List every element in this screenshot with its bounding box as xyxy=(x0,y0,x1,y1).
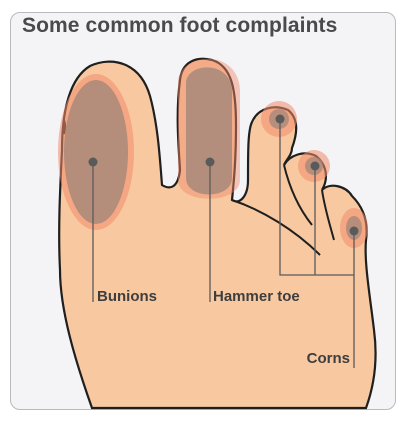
corn-marker-dot xyxy=(350,227,359,236)
bunion-marker-dot xyxy=(89,158,98,167)
hammer-toe-marker-dot xyxy=(206,158,215,167)
label-hammer-toe: Hammer toe xyxy=(213,288,300,305)
corn-marker-dot xyxy=(276,115,285,124)
bunion-area xyxy=(64,80,128,224)
corn-marker-dot xyxy=(311,162,320,171)
label-corns: Corns xyxy=(307,350,350,367)
label-bunions: Bunions xyxy=(97,288,157,305)
hammer-toe-area xyxy=(186,67,232,194)
